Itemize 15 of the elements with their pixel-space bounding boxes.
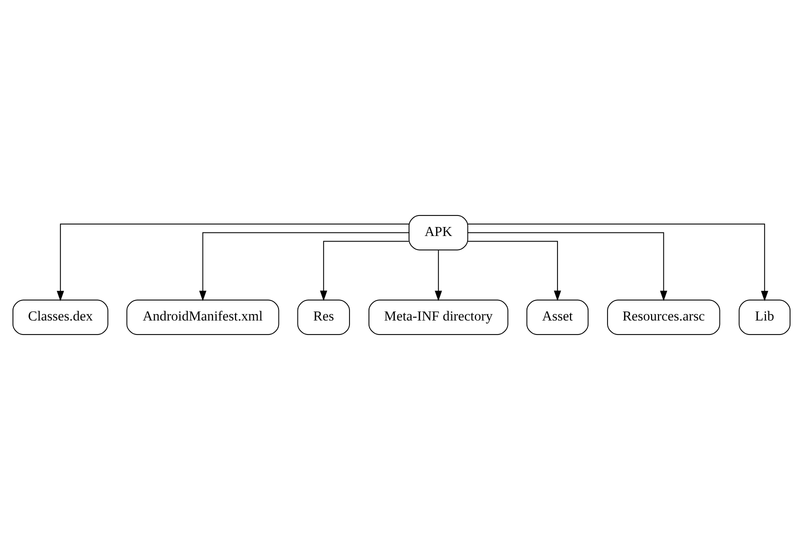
- arrow: [467, 224, 768, 302]
- node-box: Lib: [738, 300, 790, 335]
- arrow: [467, 240, 562, 301]
- arrow: [56, 224, 410, 302]
- node-box: Meta-INF directory: [368, 300, 508, 335]
- node-box: AndroidManifest.xml: [126, 300, 280, 335]
- arrow: [434, 250, 442, 302]
- arrow: [320, 240, 410, 301]
- node-box: Resources.arsc: [607, 300, 720, 335]
- node-box: APK: [408, 215, 468, 250]
- arrow: [467, 232, 668, 302]
- node-box: Classes.dex: [12, 300, 108, 335]
- arrow: [199, 232, 410, 302]
- node-box: Res: [297, 300, 350, 335]
- node-box: Asset: [526, 300, 589, 335]
